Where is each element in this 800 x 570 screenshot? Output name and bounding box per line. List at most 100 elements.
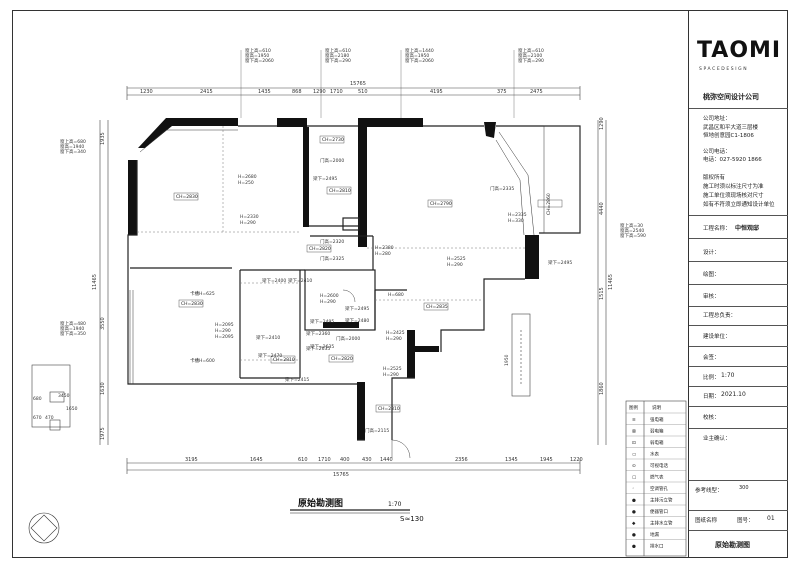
window-note: 窗高=1940: [60, 143, 84, 150]
compass-stamp: [28, 512, 60, 544]
room-label-box: [306, 244, 332, 253]
window-note: 窗下高=590: [620, 232, 646, 239]
room-ceiling-label: CH=2810: [378, 406, 400, 412]
check-label: 校核：: [703, 415, 720, 421]
plan-annotation: H=2095: [215, 322, 234, 328]
top-dimension-value: 1230: [140, 89, 153, 95]
detail-dimension: 470: [45, 415, 54, 421]
confirm-label: 业主确认：: [703, 436, 731, 442]
room-label-box: [328, 354, 354, 363]
legend-content: 图例说明≡强电箱⊠弱电箱⊡弱电箱▭水表⊙可视电话▢燃气表◦空调管孔●主排污立管●…: [626, 404, 686, 550]
scale-value: 1:70: [721, 372, 735, 379]
top-dimension-value: 510: [358, 89, 368, 95]
drawing-name-label: 图纸名称: [695, 518, 718, 524]
plan-annotation: 卡槽H=600: [190, 357, 215, 364]
address-line-2: 恒地创意园C1-1806: [703, 133, 754, 139]
room-ceiling-label: CH=2820: [309, 246, 331, 252]
plan-annotation: H=290: [240, 220, 256, 226]
window-note: 窗下高=2060: [405, 57, 434, 64]
top-dimension-value: 1710: [330, 89, 343, 95]
top-dimension-value: 2475: [530, 89, 543, 95]
detail-dimension: 1650: [66, 406, 78, 412]
plan-annotation: H=290: [215, 328, 231, 334]
plan-annotation: H=2330: [240, 214, 259, 220]
plan-annotation: H=2335: [508, 212, 527, 218]
bottom-dimension-value: 1645: [250, 457, 263, 463]
window-note: 窗上高=480: [60, 320, 86, 327]
room-ceiling-label: CH=2810: [273, 357, 295, 363]
window-note: 窗上高=30: [620, 222, 643, 229]
plan-annotations: H=2680H=250H=2330H=290梁下=2495H=2380H=280…: [190, 157, 572, 434]
drawing-no-label: 图号：: [737, 518, 754, 524]
drawing-title-underline: [290, 509, 410, 514]
legend-symbol: ⊙: [632, 464, 636, 469]
legend-header-desc: 说明: [652, 404, 661, 411]
room-ceiling-label: CH=2830: [181, 301, 203, 307]
legend-label: 地漏: [650, 531, 659, 538]
bottom-dimension-value: 1945: [540, 457, 553, 463]
plan-annotation: 梁下=2410: [288, 277, 312, 284]
top-dimension-chain: [126, 86, 581, 100]
legend-symbol: ◆: [632, 522, 636, 527]
left-dimension-total: 11465: [92, 274, 98, 290]
room-ceiling-label: CH=2810: [329, 188, 351, 194]
plan-annotation: H=2600: [320, 293, 339, 299]
left-dimension-value: 1630: [100, 382, 106, 395]
top-dimension-value: 4195: [430, 89, 443, 95]
title-block: TAOMI SPACEDESIGN 桃弥空间设计公司 公司地址： 武昌区和平大道…: [689, 10, 788, 558]
field-lead: 工程总负责：: [703, 313, 737, 319]
window-note: 窗高=2180: [325, 52, 349, 59]
drawing-scale: 1:70: [388, 501, 402, 508]
title-block-divider: [688, 10, 689, 558]
plan-annotation: 梁下=2480: [345, 317, 369, 324]
detail-dimension: 3450: [58, 393, 70, 399]
right-dimension-total: 11465: [608, 274, 614, 290]
legend-label: 主排污立管: [650, 497, 673, 504]
drawing-no-value: 01: [767, 515, 775, 522]
top-dimension-value: 375: [497, 89, 507, 95]
legend-label: 强电箱: [650, 416, 664, 423]
plan-annotation: 卡槽H=625: [190, 290, 215, 297]
plan-annotation: H=290: [447, 262, 463, 268]
bottom-dimension-value: 430: [362, 457, 372, 463]
plan-annotation: 梁下=2495: [548, 259, 572, 266]
legend-symbol: ⊡: [632, 441, 636, 446]
window-note: 窗下高=340: [60, 148, 86, 155]
left-dimension-value: 1975: [100, 427, 106, 440]
right-detail-drawing: [511, 313, 531, 397]
left-dimension-chain: [99, 120, 109, 445]
window-note: 窗高=1950: [405, 52, 429, 59]
notice-line-1: 施工时须以标注尺寸为准: [703, 184, 764, 190]
window-note: 窗下高=290: [325, 57, 351, 64]
top-dimension-total: 15765: [350, 81, 366, 87]
plan-annotation: H=290: [320, 299, 336, 305]
plan-annotation: H=2525: [383, 366, 402, 372]
right-dimension-value: 1515: [599, 287, 605, 300]
notice-line-2: 施工单位须现场核对尺寸: [703, 193, 764, 199]
field-countersign: 会签：: [703, 355, 720, 361]
plan-annotation: H=290: [386, 336, 402, 342]
legend-symbol: ▭: [632, 453, 636, 458]
window-note: 窗上高=1440: [405, 47, 434, 54]
room-label-box: [178, 299, 204, 308]
plan-annotation: H=2095: [215, 334, 234, 340]
plan-annotation: 梁下=2415: [285, 376, 309, 383]
legend-symbol: ●: [632, 510, 636, 515]
project-label: 工程名称：: [703, 226, 731, 232]
bottom-dimension-value: 1345: [505, 457, 518, 463]
legend-symbol: ≡: [632, 418, 636, 423]
room-ceiling-label: CH=2835: [426, 304, 448, 310]
detail-dimension: 680: [33, 396, 42, 402]
ref-line-label: 参考线型：: [695, 488, 723, 494]
plan-annotation: H=250: [238, 180, 254, 186]
plan-annotation: 梁下=2495: [313, 175, 337, 182]
plan-annotation: 梁下=2635: [310, 343, 334, 350]
right-dimension-chain: [597, 120, 607, 445]
notice-label: 版权所有: [703, 175, 726, 181]
date-label: 日期：: [703, 394, 720, 400]
bottom-dimension-total: 15765: [333, 472, 349, 478]
room-ceiling-label: CH=2860: [546, 193, 552, 215]
legend-header-symbol: 图例: [629, 404, 638, 411]
